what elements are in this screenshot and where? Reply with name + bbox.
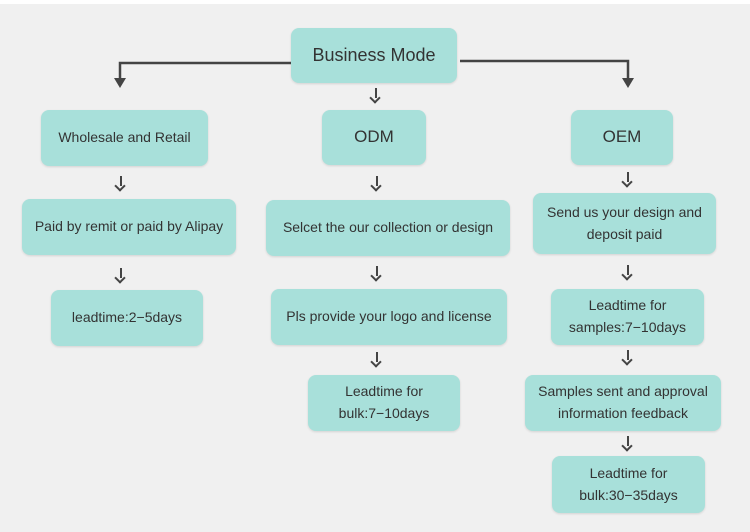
arrowhead-right xyxy=(622,78,634,88)
branch-odm-title: ODM xyxy=(322,110,426,165)
oem-step-2: Leadtime for samples:7−10days xyxy=(551,289,704,345)
wholesale-step-1: Paid by remit or paid by Alipay xyxy=(22,199,236,255)
arrow-down-icon xyxy=(623,172,633,186)
branch-wholesale-title: Wholesale and Retail xyxy=(41,110,208,166)
arrow-down-icon xyxy=(623,436,633,450)
branch-oem-title: OEM xyxy=(571,110,673,165)
connector-root-right xyxy=(460,59,630,80)
oem-step-1: Send us your design and deposit paid xyxy=(533,193,716,254)
arrow-down-icon xyxy=(372,176,382,190)
arrowhead-left xyxy=(114,78,126,88)
connector-root-left xyxy=(118,61,291,80)
root-node: Business Mode xyxy=(291,28,457,83)
wholesale-step-2: leadtime:2−5days xyxy=(51,290,203,346)
arrow-down-icon xyxy=(116,176,126,190)
root-label: Business Mode xyxy=(312,44,436,65)
arrow-down-icon xyxy=(116,268,126,282)
oem-step-3: Samples sent and approval information fe… xyxy=(525,375,721,431)
arrow-down-icon xyxy=(371,88,381,102)
oem-step-4: Leadtime for bulk:30−35days xyxy=(552,456,705,513)
arrow-down-icon xyxy=(372,266,382,280)
arrow-down-icon xyxy=(623,265,633,279)
arrow-down-icon xyxy=(372,352,382,366)
odm-step-2: Pls provide your logo and license xyxy=(271,289,507,345)
odm-step-3: Leadtime for bulk:7−10days xyxy=(308,375,460,431)
arrow-down-icon xyxy=(623,350,633,364)
odm-step-1: Selcet the our collection or design xyxy=(266,200,510,256)
